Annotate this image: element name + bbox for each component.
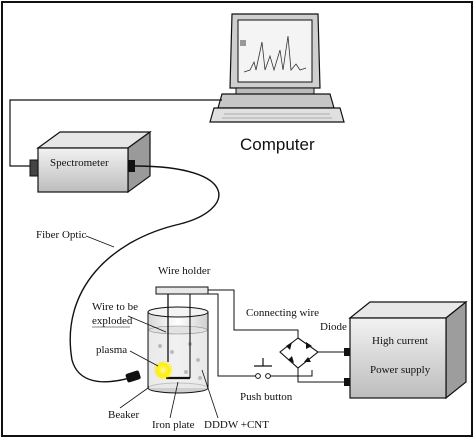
fiber-optic-label: Fiber Optic <box>36 229 87 241</box>
connecting-wire-label: Connecting wire <box>246 307 319 319</box>
iron-plate-pointer <box>169 381 179 419</box>
plasma-label: plasma <box>96 344 127 356</box>
high-current-label: High current <box>372 335 428 347</box>
diode-label: Diode <box>320 321 347 333</box>
connecting-wire-bottom <box>190 293 256 377</box>
wire-to-be-exploded-label-1: Wire to be <box>92 301 138 313</box>
beaker-pointer <box>119 387 149 409</box>
wire-to-be-exploded-label-2: exploded <box>92 315 133 327</box>
fiber-optic-probe <box>125 370 141 383</box>
beaker-label: Beaker <box>108 409 139 421</box>
plasma-pointer <box>129 350 159 367</box>
fiber-optic-cable <box>69 165 220 383</box>
fiber-optic-pointer <box>85 235 115 248</box>
plasma-spark <box>153 360 173 380</box>
power-terminal-top <box>344 348 350 356</box>
push-button-switch <box>254 358 272 379</box>
beaker <box>147 306 209 394</box>
diode-bridge <box>279 337 319 369</box>
iron-plate-label: Iron plate <box>152 419 195 431</box>
monitor-screen <box>237 19 313 83</box>
push-button-label: Push button <box>240 391 293 403</box>
computer-icon <box>209 13 345 123</box>
power-supply-box <box>348 300 468 400</box>
wire-holder-label: Wire holder <box>158 265 211 277</box>
wire-holder <box>155 286 209 295</box>
connecting-wire-top <box>208 289 299 338</box>
data-cable <box>9 99 222 167</box>
spectrometer-label: Spectrometer <box>50 157 109 169</box>
power-terminal-bottom <box>344 378 350 386</box>
liquid-label: DDDW +CNT <box>204 419 269 431</box>
wire-pointer <box>127 315 167 333</box>
liquid-pointer <box>201 369 219 419</box>
spectrometer-box <box>29 130 152 194</box>
power-supply-label: Power supply <box>370 364 431 376</box>
computer-label: Computer <box>240 135 315 154</box>
